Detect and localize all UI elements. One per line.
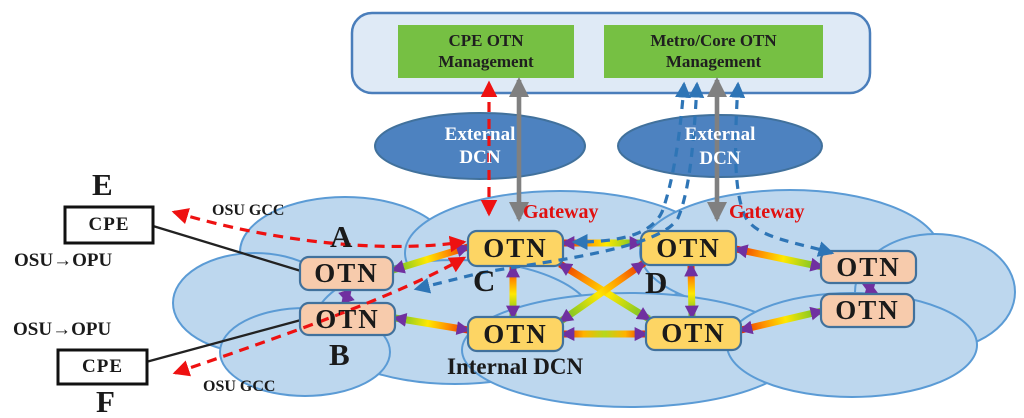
osu-gcc-label-e: OSU GCC [212,202,285,219]
otn-node-right-bottom [819,292,916,329]
cpe-management-label: CPE OTN Management [438,30,534,71]
osu-gcc-label-f: OSU GCC [203,378,276,395]
otn-node-b-label: OTN [315,303,380,334]
otn-node-d-label: OTN [656,232,721,263]
cpe-site-e-tag: E [92,167,113,202]
metro-management-blue-links [413,81,835,294]
cpe-e-box [63,205,155,245]
blue-link-to-b-area [413,81,705,294]
cpe-e-label: CPE [88,214,130,236]
cpe-f-conversion-label: OSU→OPU [13,319,112,340]
fiber-link-0 [338,288,355,305]
gateway-right-label: Gateway [729,201,805,223]
otn-node-right-top-label: OTN [836,251,901,282]
otn-node-bottom-right [644,315,743,352]
otn-node-c-label: OTN [483,233,548,264]
cpe-management-box [398,25,574,78]
otn-node-right-top [819,249,918,285]
cpe-f-box [56,348,149,386]
gateway-left-label: Gateway [523,201,599,223]
otn-node-bottom-right-label: OTN [661,318,726,349]
otn-node-a-label: OTN [314,258,379,289]
node-tag-a: A [330,219,353,254]
blue-link-to-right-otn [729,81,835,257]
management-panel [350,11,872,95]
fiber-link-5 [684,262,699,320]
otn-node-bottom-left-label: OTN [483,318,548,349]
otn-node-right-bottom-label: OTN [835,295,900,326]
node-tag-b: B [329,337,350,372]
otn-node-bottom-left [466,315,565,353]
metro-management-label: Metro/Core OTN Management [650,30,777,71]
cpe-e-conversion-label: OSU→OPU [14,250,113,271]
node-tag-c: C [473,263,496,298]
fiber-link-11 [862,280,878,297]
external-dcn-right-label: External DCN [684,124,756,169]
external-dcn-left-label: External DCN [444,123,516,168]
cpe-f-label: CPE [82,356,123,378]
node-tag-d: D [645,265,668,300]
metro-management-box [604,25,823,78]
cpe-site-f-tag: F [96,384,115,418]
internal-dcn-label: Internal DCN [447,354,584,379]
fiber-link-10 [738,306,825,335]
